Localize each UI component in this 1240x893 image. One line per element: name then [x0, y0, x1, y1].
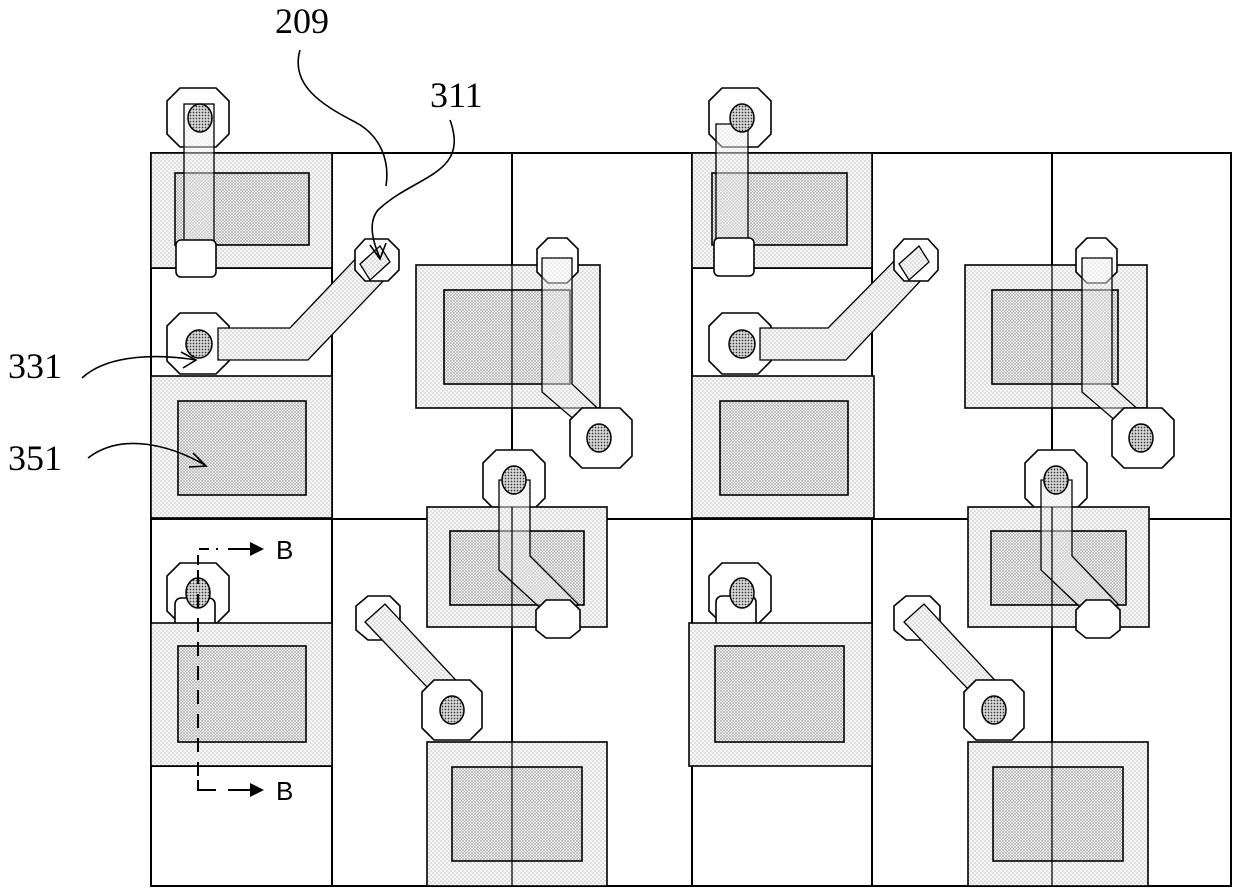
- via: [730, 578, 754, 608]
- photodiode-inner: [452, 767, 582, 861]
- via: [982, 696, 1006, 724]
- via: [730, 104, 754, 132]
- section-label-bottom: B: [276, 776, 293, 806]
- contact-pad-small: [176, 240, 216, 277]
- arrowhead-icon: [250, 542, 264, 556]
- photodiode-inner: [715, 646, 844, 742]
- photodiode-inner-351: [178, 401, 306, 495]
- ref-label-331: 331: [8, 346, 62, 386]
- photodiode-inner: [993, 767, 1123, 861]
- arrowhead-icon: [250, 783, 264, 797]
- via-331: [186, 330, 212, 358]
- via: [587, 424, 611, 452]
- via: [729, 330, 755, 358]
- contact-pad-small: [536, 600, 580, 638]
- section-label-top: B: [276, 535, 293, 565]
- via: [188, 104, 212, 132]
- ref-label-209: 209: [275, 1, 329, 41]
- via: [1129, 424, 1153, 452]
- ref-label-311: 311: [430, 75, 483, 115]
- ref-label-351: 351: [8, 438, 62, 478]
- via: [1044, 466, 1068, 494]
- leader-line-311: [372, 120, 454, 258]
- via: [502, 466, 526, 494]
- photodiode-inner: [720, 401, 848, 495]
- via: [440, 696, 464, 724]
- contact-pad-small: [1076, 600, 1120, 638]
- contact-pad-small: [714, 238, 754, 276]
